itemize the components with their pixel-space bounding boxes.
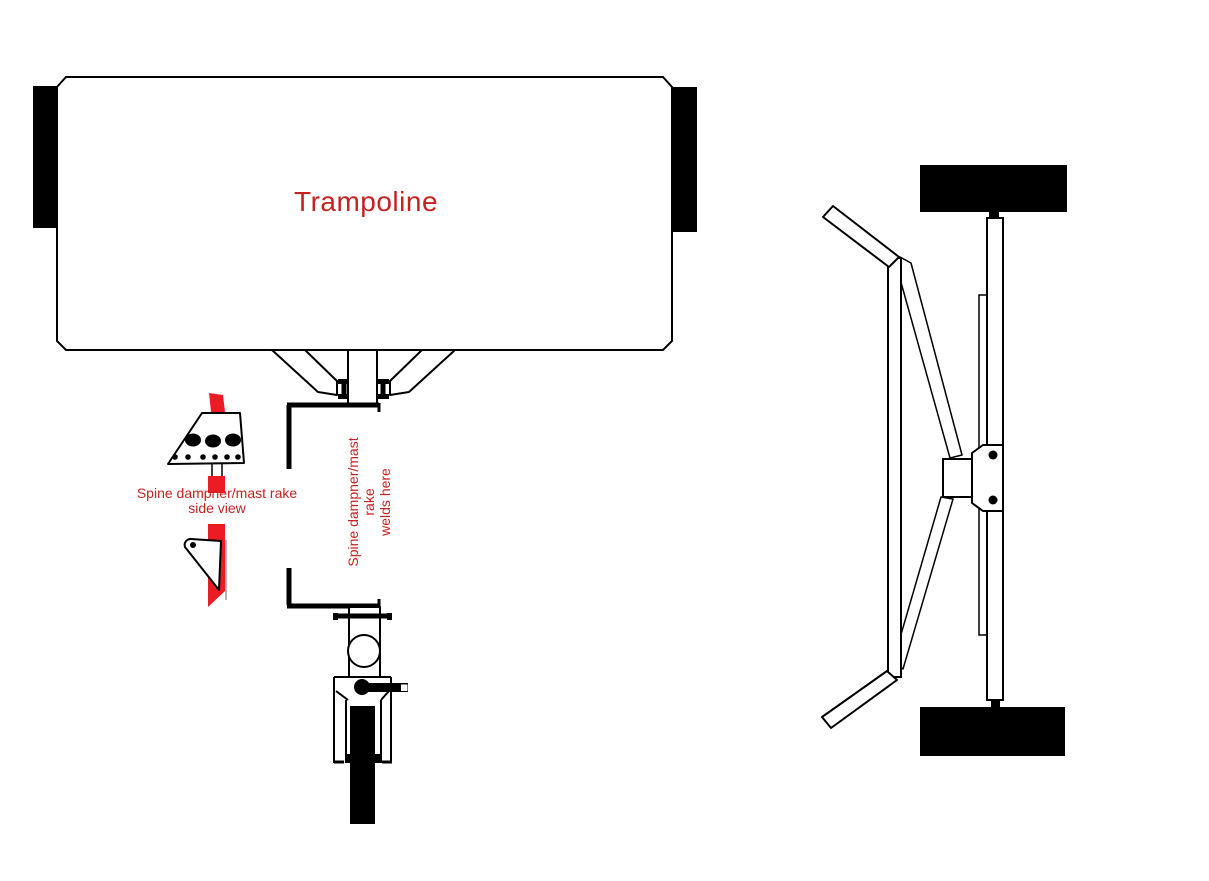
dampner-bolt-2 xyxy=(185,454,191,460)
welds-label-line2: welds here xyxy=(377,468,393,536)
welds-here-label: Spine dampner/mast rake welds here xyxy=(345,422,393,582)
mast-top-section xyxy=(209,393,225,412)
hitch-flange-right-bolt xyxy=(387,613,392,620)
winch-handle-knob xyxy=(401,684,408,691)
spine-dampner-detail xyxy=(167,393,245,607)
rake-pivot-hole xyxy=(190,542,196,548)
right-support-strut xyxy=(389,349,456,396)
dampner-bolt-1 xyxy=(172,454,178,460)
side-view-label-line2: side view xyxy=(188,500,246,516)
hub-bolt-bottom xyxy=(988,495,998,505)
mast-column xyxy=(347,349,378,407)
dampner-bolt-6 xyxy=(235,454,241,460)
dampner-hole-2 xyxy=(205,434,221,448)
fork-right-foot xyxy=(372,754,382,763)
side-view-label-line1: Spine dampner/mast rake xyxy=(136,485,298,501)
hub-bolt-top xyxy=(988,450,998,460)
bottom-left-angled-bar xyxy=(821,670,898,729)
bottom-axle-stub xyxy=(991,699,1000,707)
mast-middle-section xyxy=(208,476,225,493)
welds-label-line1: Spine dampner/mast rake xyxy=(345,437,377,567)
dampner-bolt-3 xyxy=(200,454,206,460)
bottom-wheel xyxy=(920,707,1065,756)
top-view-diagram xyxy=(821,165,1067,756)
dampner-bolt-5 xyxy=(224,454,230,460)
left-roller-bumper xyxy=(33,86,57,228)
clamp-right-funnel xyxy=(380,690,390,701)
winch-handle xyxy=(366,683,408,692)
dampner-hole-1 xyxy=(185,433,201,447)
left-support-strut xyxy=(271,349,338,396)
left-side-rail xyxy=(887,257,902,678)
dampner-hole-3 xyxy=(225,433,241,447)
hitch-flange-left-bolt xyxy=(333,613,338,620)
top-axle-stub xyxy=(989,212,999,219)
trampoline-label: Trampoline xyxy=(294,186,439,217)
clamp-left-funnel xyxy=(335,690,349,701)
side-view-label: Spine dampner/mast rake side view xyxy=(136,486,298,516)
lower-v-arm xyxy=(892,496,954,670)
top-left-angled-bar xyxy=(822,205,900,268)
side-view-diagram xyxy=(33,76,697,824)
jockey-winding-drum xyxy=(347,634,381,668)
right-roller-bumper xyxy=(672,87,697,232)
upper-v-arm xyxy=(896,256,963,459)
right-strut-bracket xyxy=(377,379,389,399)
rake-wedge-bracket xyxy=(183,538,222,591)
dampner-bolt-4 xyxy=(212,454,218,460)
hub-mount-plate xyxy=(971,444,1004,512)
top-wheel xyxy=(920,165,1067,212)
jockey-wheel xyxy=(350,706,375,824)
